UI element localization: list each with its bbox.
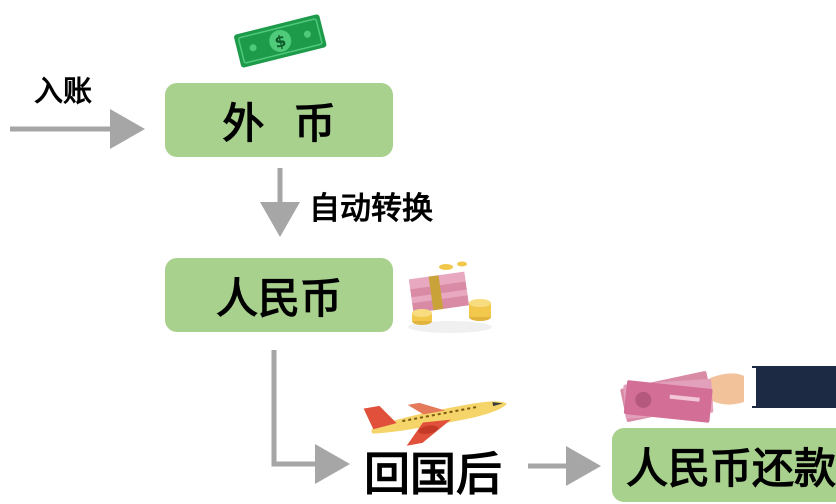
return-home-label: 回国后 (364, 447, 502, 501)
rmb-to-return-arrow (271, 350, 350, 484)
rmb-box: 人民币 (165, 258, 393, 332)
rmb-stack-icon (408, 261, 492, 333)
rmb-repayment-box: 人民币还款 (612, 428, 836, 502)
svg-text:$: $ (273, 31, 288, 52)
foreign-currency-box: 外 币 (165, 83, 393, 157)
foreign-currency-label: 外 币 (222, 98, 336, 148)
auto-convert-label: 自动转换 (309, 191, 433, 227)
rmb-repayment-label: 人民币还款 (626, 443, 836, 493)
rmb-label: 人民币 (215, 273, 342, 323)
deposit-label: 入账 (34, 74, 93, 108)
airplane-icon (363, 401, 507, 446)
hand-holding-cash-icon: 100 (620, 366, 836, 423)
dollar-bill-icon: $ (234, 14, 327, 68)
